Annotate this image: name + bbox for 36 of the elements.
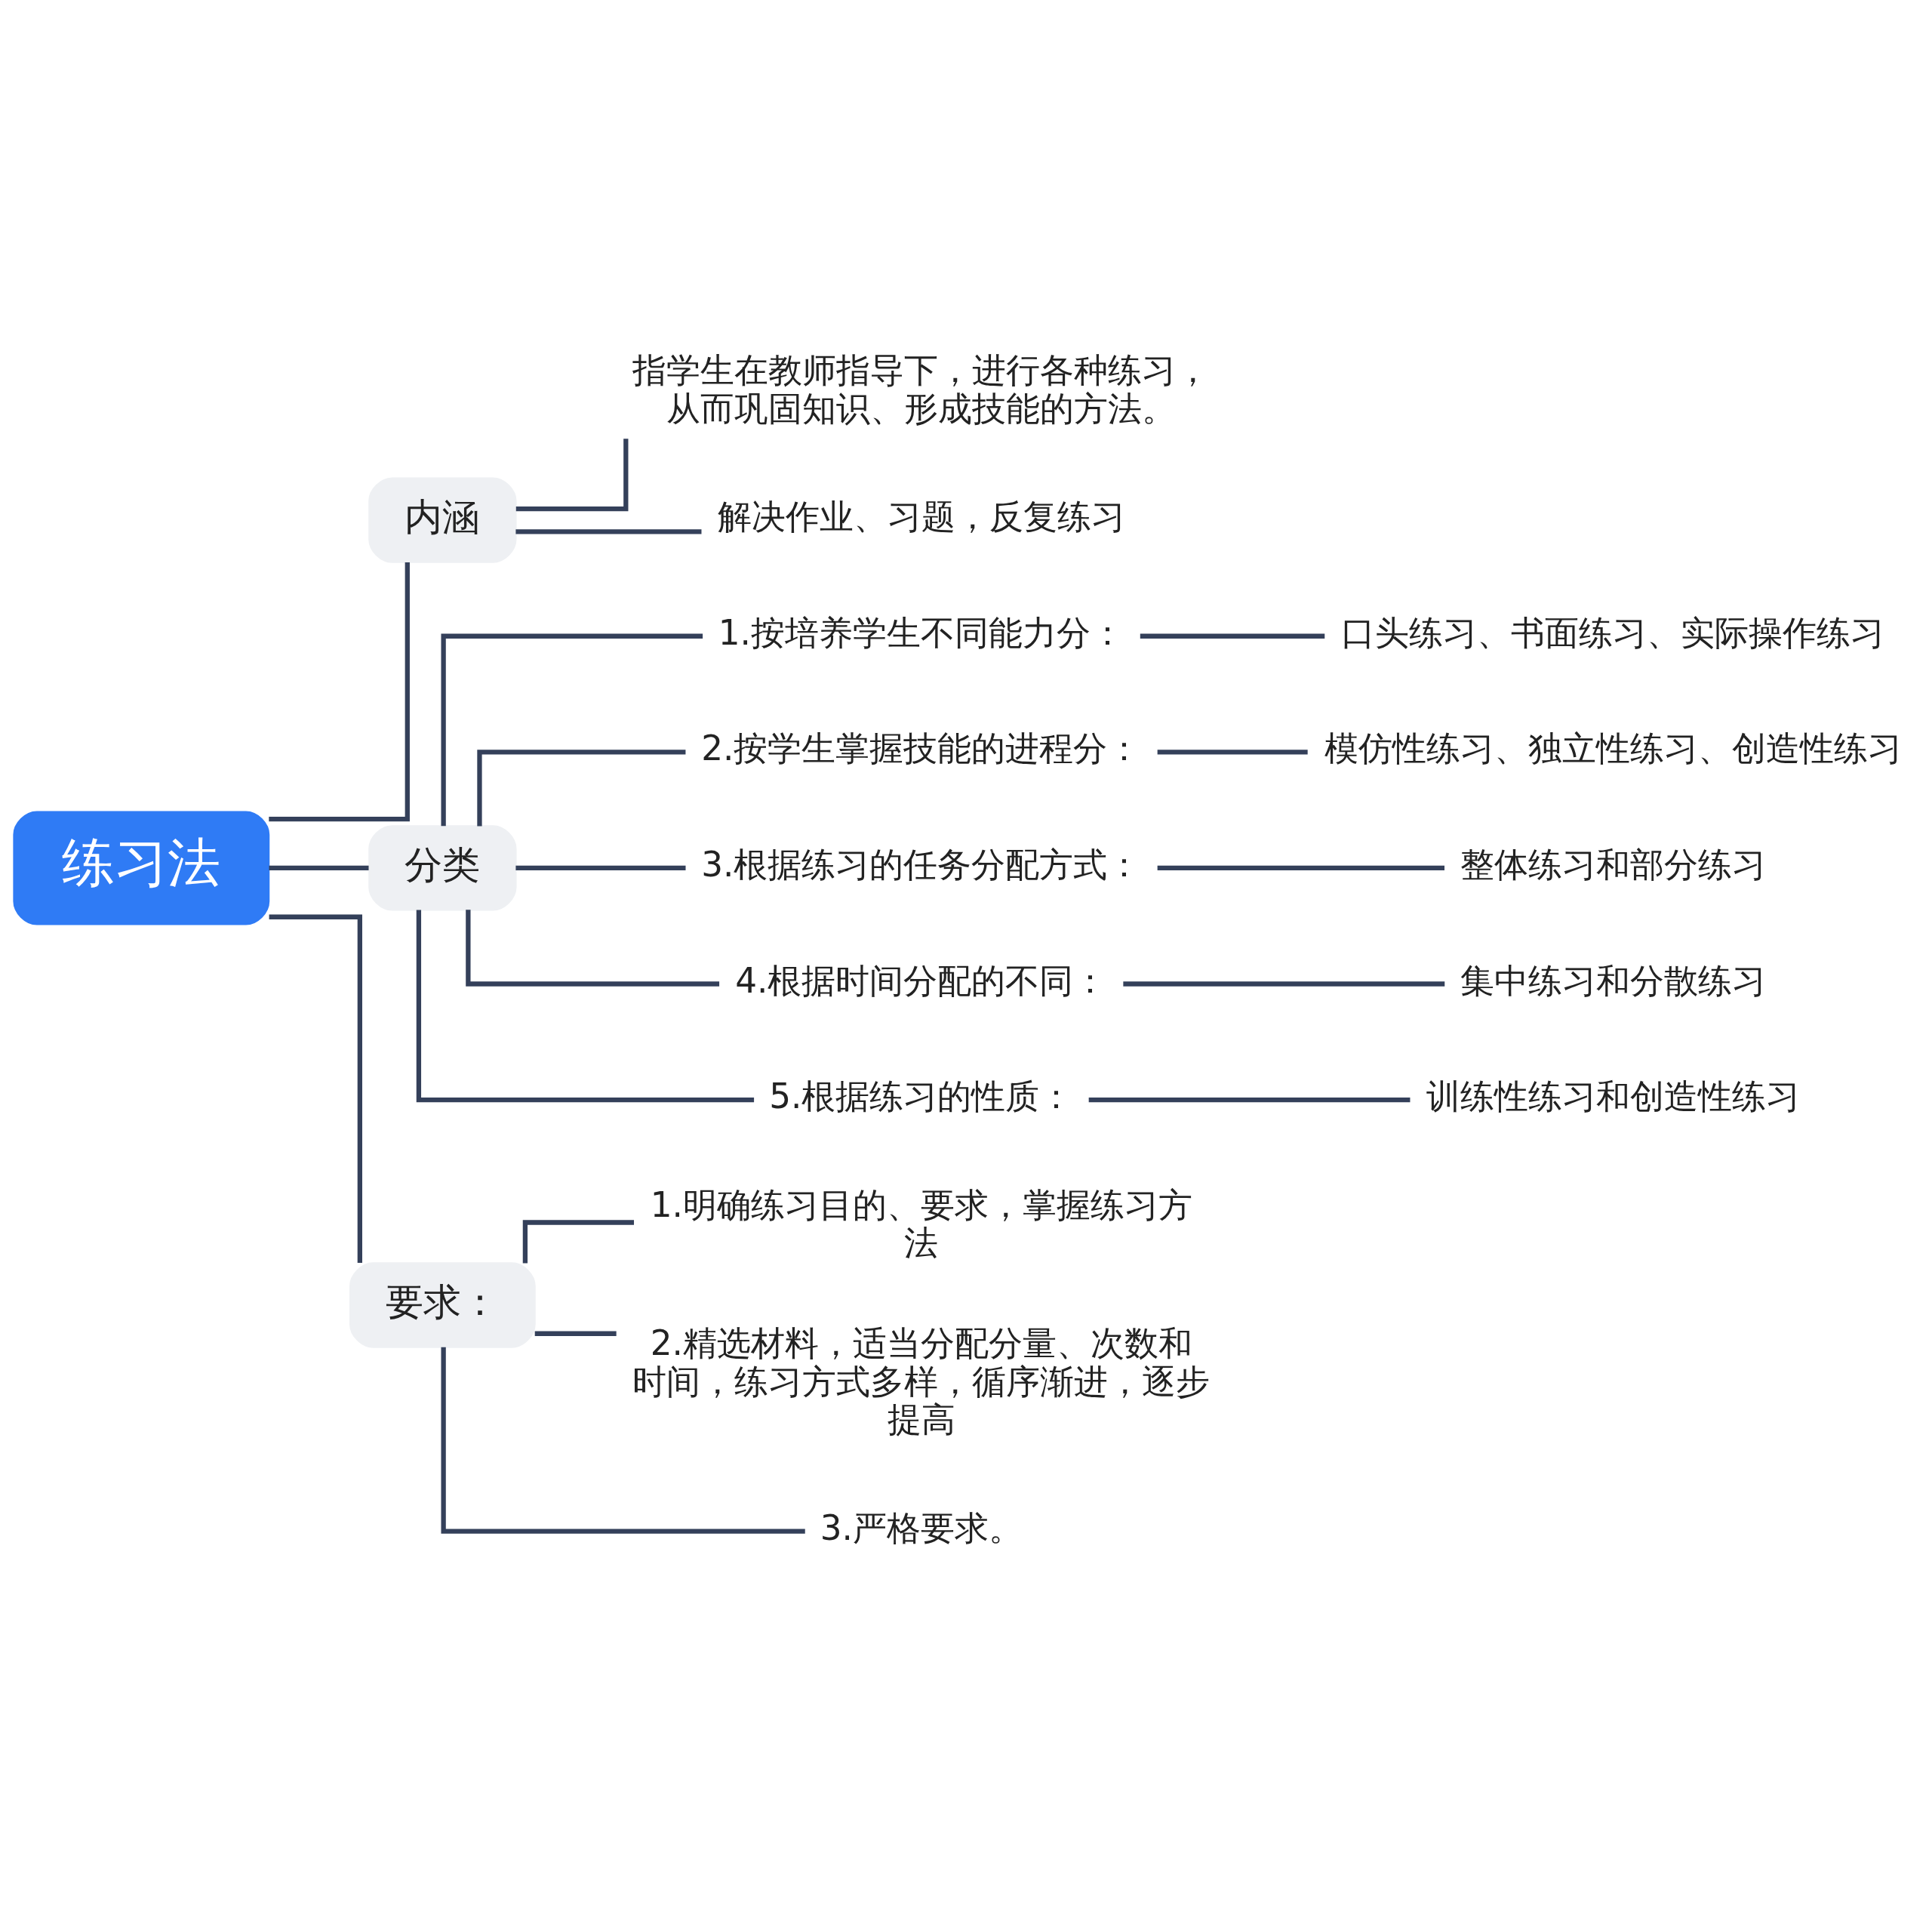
node-text: 训练性练习和创造性练习 [1426, 1076, 1800, 1116]
connector [515, 528, 702, 534]
node-text: 口头练习、书面练习、实际操作练习 [1341, 612, 1885, 653]
connector [269, 914, 362, 1263]
node-box: 要求： [349, 1261, 536, 1348]
connector [522, 1219, 635, 1264]
node-text: 1.按培养学生不同能力分： [718, 612, 1124, 653]
connector [466, 909, 720, 987]
node-text: 3.根据练习的任务分配方式： [701, 844, 1142, 885]
connector [269, 865, 369, 870]
connector [269, 562, 410, 821]
connector [416, 910, 755, 1102]
connector [441, 633, 703, 826]
connector [515, 865, 686, 870]
connector [1123, 981, 1445, 987]
node-text: 解决作业、习题，反复练习 [717, 496, 1125, 537]
node-text: 3.严格要求。 [820, 1507, 1023, 1548]
node-box: 练习法 [13, 810, 270, 925]
node-text: 集中练习和分散练习 [1460, 960, 1766, 1001]
connector [1088, 1097, 1411, 1102]
connector [1157, 749, 1308, 754]
node-text: 2.按学生掌握技能的进程分： [701, 728, 1142, 768]
node-text: 2.精选材料，适当分配分量、次数和时间，练习方式多样，循序渐进，逐步提高 [632, 1322, 1211, 1439]
node-text: 指学生在教师指导下，进行各种练习，从而巩固知识、形成技能的方法。 [632, 349, 1211, 429]
node-text: 4.根据时间分配的不同： [735, 960, 1108, 1001]
connector [1140, 633, 1325, 639]
node-box: 内涵 [368, 477, 517, 563]
connector [534, 1331, 617, 1336]
node-text: 1.明确练习目的、要求，掌握练习方法 [650, 1184, 1192, 1263]
connector [441, 1347, 805, 1534]
connector [515, 438, 629, 511]
node-text: 整体练习和部分练习 [1460, 844, 1766, 885]
node-text: 模仿性练习、独立性练习、创造性练习 [1324, 728, 1902, 768]
node-text: 5.根据练习的性质： [769, 1076, 1074, 1116]
node-box: 分类 [368, 824, 517, 911]
connector [477, 749, 686, 826]
